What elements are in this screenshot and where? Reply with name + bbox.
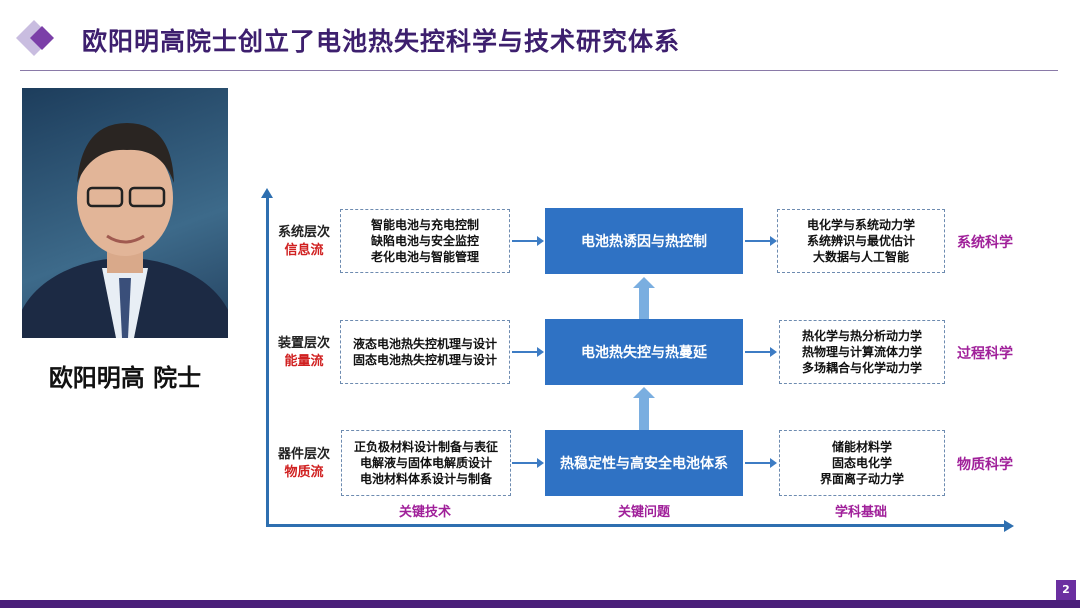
y-axis-arrow-icon bbox=[261, 188, 273, 198]
tech-item: 液态电池热失控机理与设计 bbox=[352, 337, 497, 351]
tech-item: 智能电池与充电控制 bbox=[370, 218, 479, 232]
arrow-right bbox=[745, 347, 777, 357]
tech-box-system: 智能电池与充电控制缺陷电池与安全监控老化电池与智能管理 bbox=[340, 209, 510, 273]
arrow-right bbox=[512, 458, 544, 468]
level-label-system: 系统层次信息流 bbox=[270, 224, 338, 260]
page-title: 欧阳明高院士创立了电池热失控科学与技术研究体系 bbox=[82, 27, 681, 56]
arrow-right bbox=[512, 236, 544, 246]
x-axis-arrow-icon bbox=[1004, 520, 1014, 532]
science-label-process: 过程科学 bbox=[957, 346, 1013, 362]
basis-item: 系统辨识与最优估计 bbox=[806, 234, 915, 248]
page-number: 2 bbox=[1056, 580, 1076, 600]
tech-box-device: 液态电池热失控机理与设计固态电池热失控机理与设计 bbox=[340, 320, 510, 384]
basis-item: 固态电化学 bbox=[831, 456, 892, 470]
science-label-system: 系统科学 bbox=[957, 235, 1013, 251]
level-name: 装置层次 bbox=[277, 336, 330, 351]
basis-item: 储能材料学 bbox=[831, 440, 892, 454]
problem-box-device: 电池热失控与热蔓延 bbox=[545, 319, 743, 385]
title-diamond-icon bbox=[14, 18, 54, 58]
level-label-device: 装置层次能量流 bbox=[270, 335, 338, 371]
basis-item: 大数据与人工智能 bbox=[812, 250, 909, 264]
flow-name: 信息流 bbox=[284, 243, 324, 258]
arrow-up-2 bbox=[633, 387, 655, 430]
basis-item: 电化学与系统动力学 bbox=[806, 218, 915, 232]
bottom-bar bbox=[0, 600, 1080, 608]
basis-box-component: 储能材料学固态电化学界面离子动力学 bbox=[779, 430, 945, 496]
footer-basis: 学科基础 bbox=[834, 505, 887, 520]
arrow-right bbox=[512, 347, 544, 357]
arrow-right bbox=[745, 236, 777, 246]
tech-item: 固态电池热失控机理与设计 bbox=[352, 353, 497, 367]
x-axis bbox=[266, 524, 1006, 527]
basis-item: 界面离子动力学 bbox=[819, 472, 904, 486]
basis-item: 热物理与计算流体力学 bbox=[801, 345, 922, 359]
footer-tech: 关键技术 bbox=[398, 505, 451, 520]
title-divider bbox=[20, 70, 1058, 71]
level-name: 系统层次 bbox=[277, 225, 330, 240]
y-axis bbox=[266, 196, 269, 526]
basis-item: 热化学与热分析动力学 bbox=[801, 329, 922, 343]
person-name: 欧阳明高 院士 bbox=[48, 364, 202, 392]
tech-item: 电解液与固体电解质设计 bbox=[359, 456, 492, 470]
science-label-material: 物质科学 bbox=[957, 457, 1013, 473]
problem-box-component: 热稳定性与高安全电池体系 bbox=[545, 430, 743, 496]
portrait-photo bbox=[22, 88, 228, 338]
flow-name: 物质流 bbox=[284, 465, 324, 480]
tech-item: 老化电池与智能管理 bbox=[370, 250, 479, 264]
basis-item: 多场耦合与化学动力学 bbox=[801, 361, 922, 375]
basis-box-device: 热化学与热分析动力学热物理与计算流体力学多场耦合与化学动力学 bbox=[779, 320, 945, 384]
level-label-component: 器件层次物质流 bbox=[270, 446, 338, 482]
arrow-up-1 bbox=[633, 277, 655, 319]
flow-name: 能量流 bbox=[284, 354, 324, 369]
tech-item: 缺陷电池与安全监控 bbox=[370, 234, 479, 248]
tech-box-component: 正负极材料设计制备与表征电解液与固体电解质设计电池材料体系设计与制备 bbox=[341, 430, 511, 496]
tech-item: 正负极材料设计制备与表征 bbox=[353, 440, 498, 454]
arrow-right bbox=[745, 458, 777, 468]
footer-problem: 关键问题 bbox=[617, 505, 670, 520]
tech-item: 电池材料体系设计与制备 bbox=[359, 472, 492, 486]
basis-box-system: 电化学与系统动力学系统辨识与最优估计大数据与人工智能 bbox=[777, 209, 945, 273]
level-name: 器件层次 bbox=[277, 447, 330, 462]
problem-box-system: 电池热诱因与热控制 bbox=[545, 208, 743, 274]
